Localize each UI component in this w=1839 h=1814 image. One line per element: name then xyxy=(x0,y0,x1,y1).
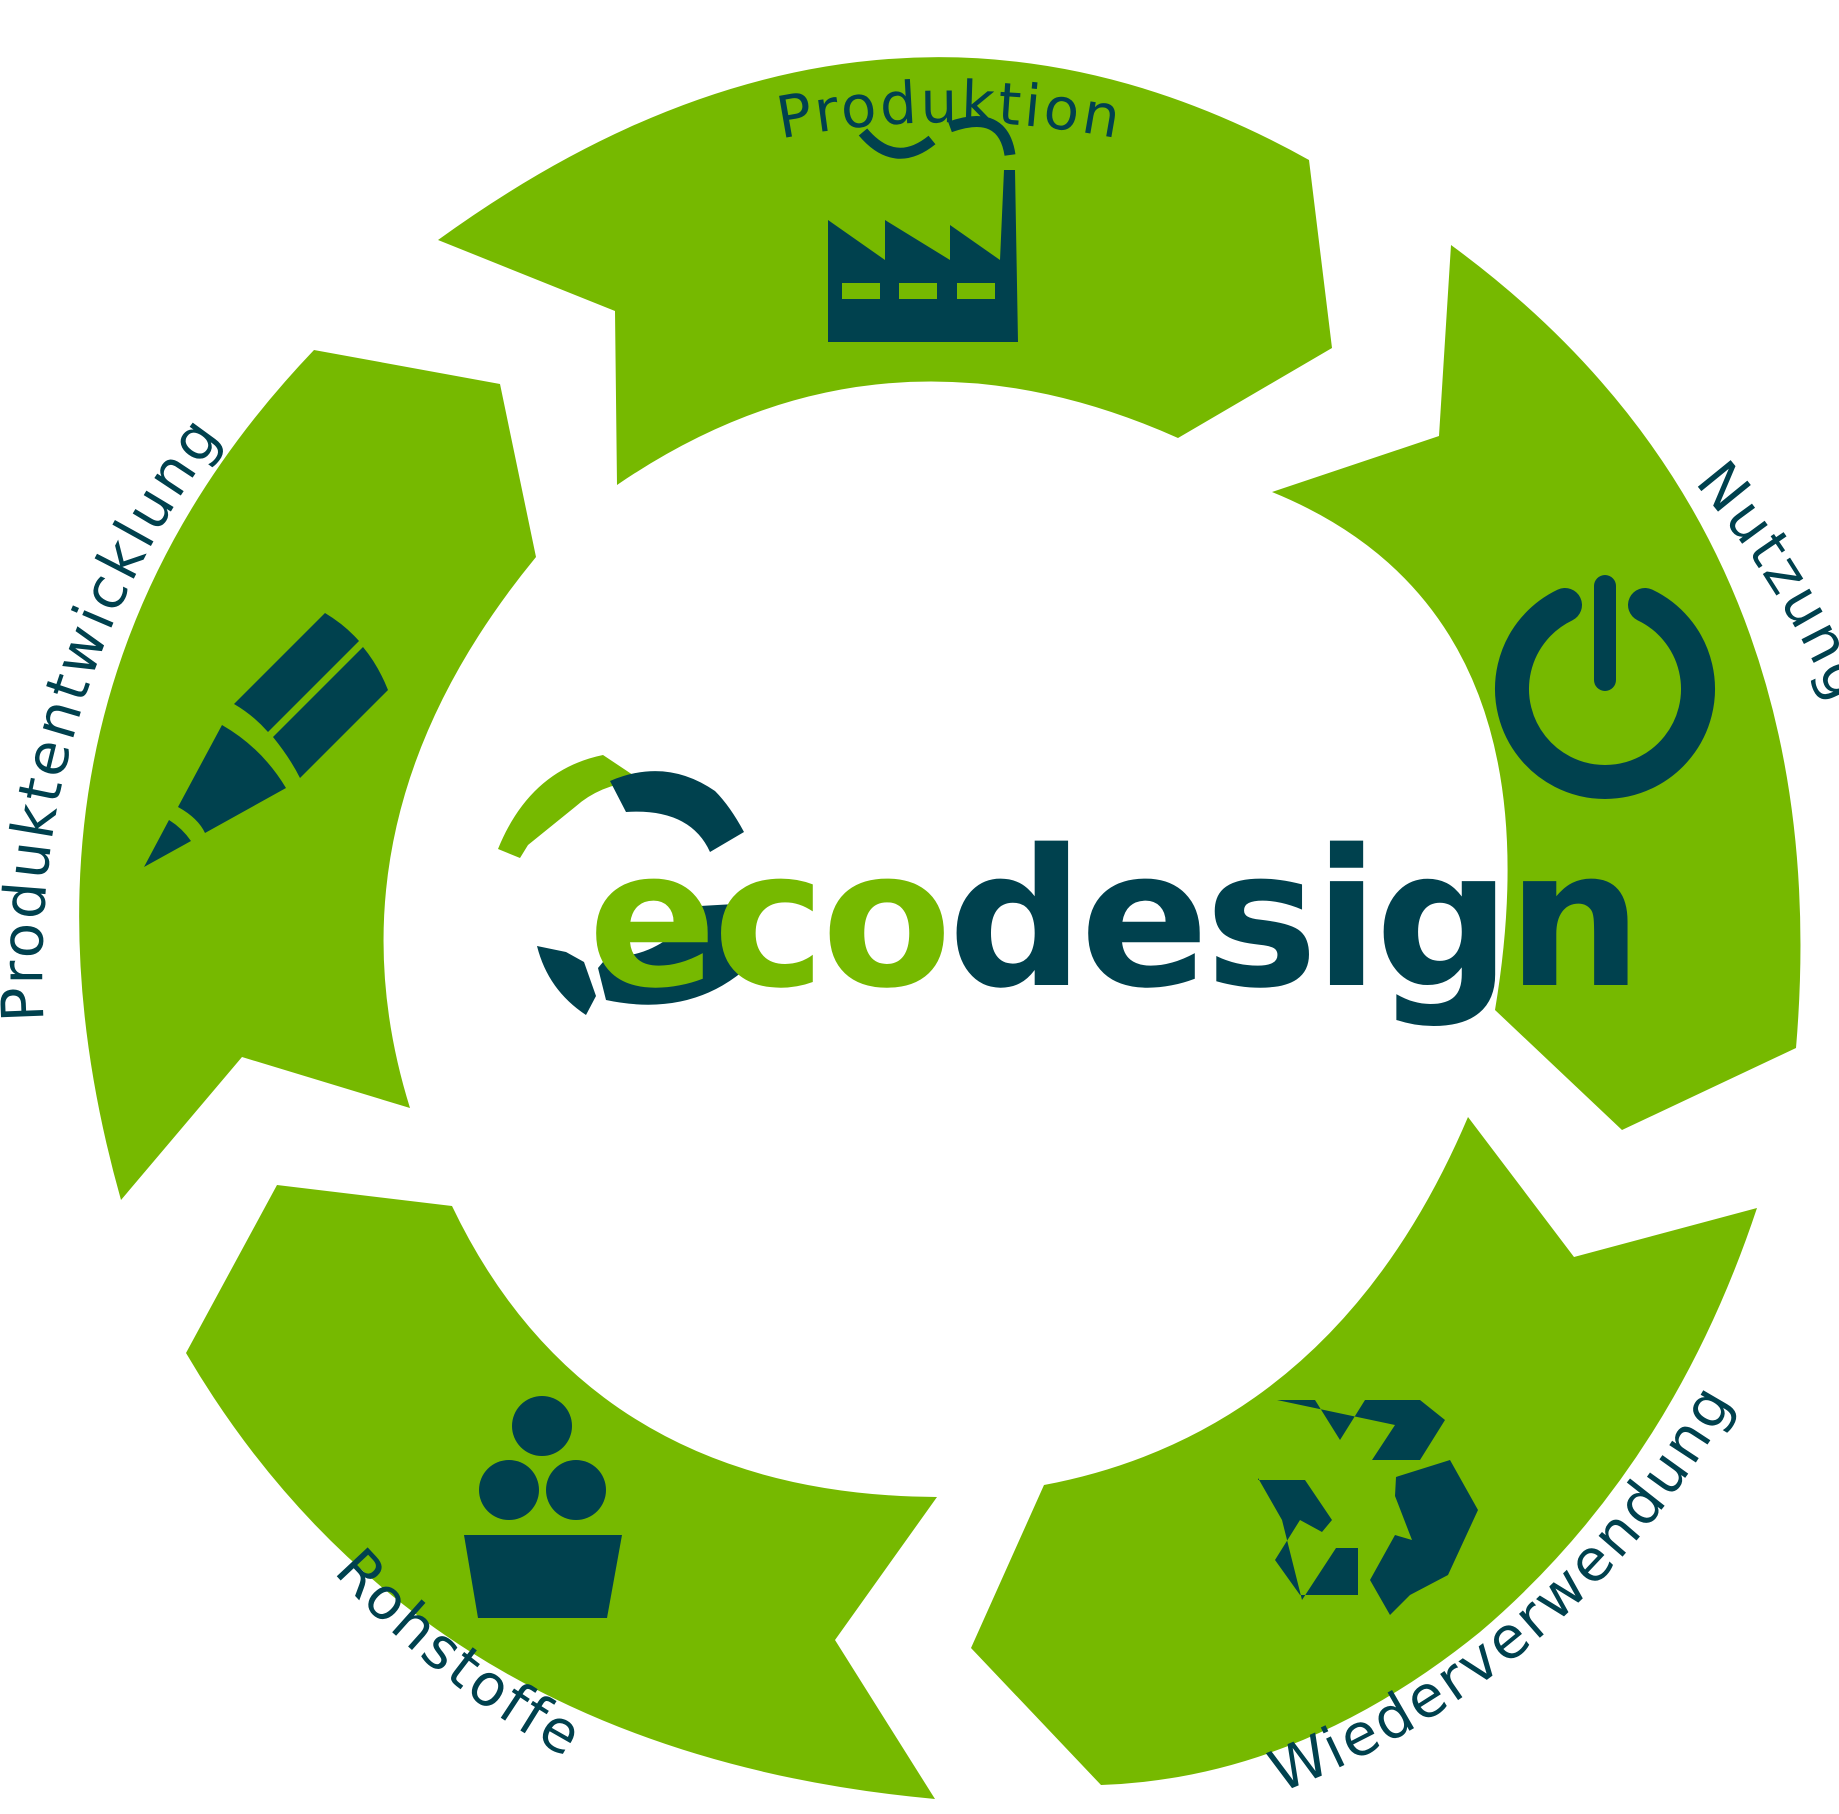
logo-eco: eco xyxy=(588,809,948,1030)
factory-icon xyxy=(828,116,1018,342)
logo-swirl xyxy=(498,755,760,1015)
cycle-arrows xyxy=(79,57,1801,1799)
logo-design: design xyxy=(948,809,1638,1030)
ecodesign-logo: ecodesign xyxy=(498,755,1642,1030)
arrow-produktentwicklung xyxy=(79,350,536,1200)
pencil-icon xyxy=(144,613,388,867)
arrow-wiederverwendung xyxy=(971,1117,1757,1785)
arrow-nutzung xyxy=(1272,245,1801,1130)
recycle-icon xyxy=(1258,1400,1478,1615)
raw-materials-icon xyxy=(464,1396,622,1618)
power-icon xyxy=(1495,575,1715,799)
logo-wordmark: ecodesign xyxy=(588,809,1638,1030)
